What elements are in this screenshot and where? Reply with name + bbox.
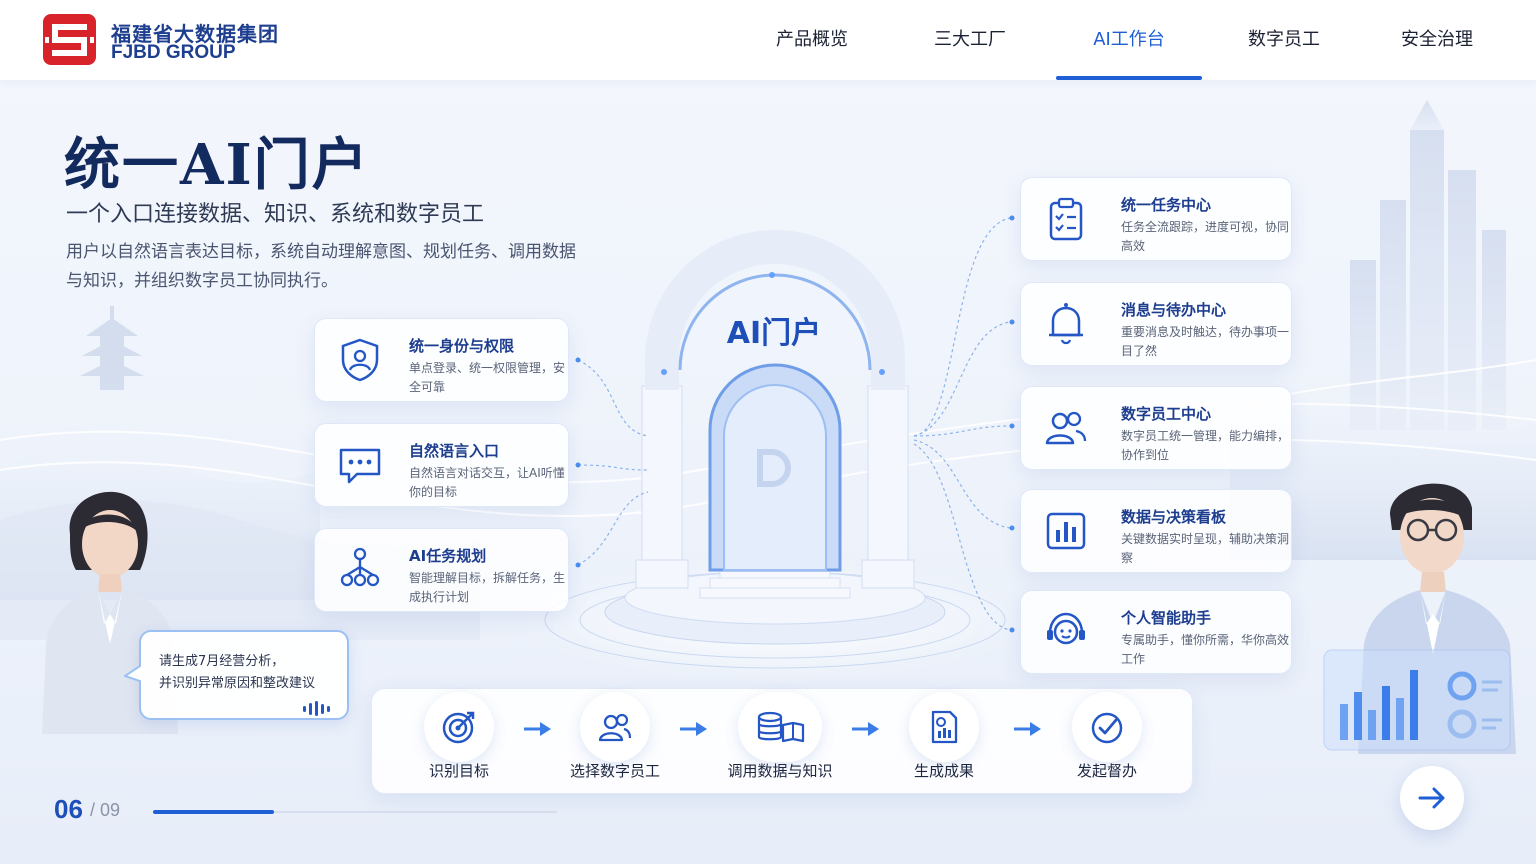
page-current-number: 06 (54, 794, 83, 824)
slide-progress-fill (153, 810, 275, 814)
prompt-line-2: 并识别异常原因和整改建议 (159, 676, 316, 691)
process-step-identify-goal[interactable]: 识别目标 (394, 689, 524, 795)
feature-card-desc: 任务全流跟踪，进度可视，协同高效 (1121, 220, 1290, 253)
nav-item-ai-workbench[interactable]: AI工作台 (1093, 29, 1165, 50)
feature-card-personal-assistant[interactable]: 个人智能助手 专属助手，懂你所需，华你高效工作 (1020, 590, 1292, 674)
headset-icon (1047, 612, 1085, 645)
brand-name-cn: 福建省大数据集团 (111, 22, 279, 46)
voice-wave-icon[interactable] (301, 700, 335, 716)
process-step-circle (1072, 692, 1142, 762)
feature-card-title: 统一身份与权限 (409, 337, 515, 355)
user-prompt-bubble: 请生成7月经营分析， 并识别异常原因和整改建议 (124, 630, 349, 720)
process-step-circle (424, 692, 494, 762)
brand-name-en: FJBD GROUP (111, 42, 236, 63)
users-icon (1045, 411, 1087, 445)
ai-portal-label[interactable]: AI门户 (726, 316, 822, 351)
feature-card-desc: 关键数据实时呈现，辅助决策洞察 (1121, 532, 1290, 565)
process-step-select-employee[interactable]: 选择数字员工 (550, 689, 680, 795)
process-step-label: 调用数据与知识 (727, 762, 833, 780)
feature-card-title: 数字员工中心 (1121, 405, 1212, 423)
clipboard-check-icon (1049, 197, 1083, 241)
feature-card-title: 数据与决策看板 (1121, 508, 1227, 526)
arrow-right-icon (1418, 787, 1445, 809)
page-description: 用户以自然语言表达目标，系统自动理解意图、规划任务、调用数据与知识，并组织数字员… (66, 242, 576, 291)
process-step-label: 生成成果 (913, 762, 974, 780)
process-step-label: 发起督办 (1076, 762, 1137, 780)
process-step-supervise[interactable]: 发起督办 (1042, 689, 1172, 795)
process-step-invoke-data[interactable]: 调用数据与知识 (715, 689, 845, 795)
feature-card-task-planning[interactable]: AI任务规划 智能理解目标，拆解任务，生成执行计划 (314, 528, 569, 612)
prompt-line-1: 请生成7月经营分析， (159, 654, 285, 669)
nav-item-product-overview[interactable]: 产品概览 (776, 29, 848, 50)
report-icon (931, 710, 958, 744)
bell-icon (1049, 303, 1083, 345)
process-step-circle (909, 692, 979, 762)
feature-card-desc: 重要消息及时触达，待办事项一目了然 (1121, 325, 1290, 358)
shield-user-icon (341, 338, 379, 382)
task-network-icon (340, 547, 380, 587)
next-slide-button[interactable] (1400, 766, 1464, 830)
feature-card-identity[interactable]: 统一身份与权限 单点登录、统一权限管理，安全可靠 (314, 318, 569, 402)
feature-card-desc: 数字员工统一管理，能力编排，协作到位 (1121, 429, 1290, 462)
bar-chart-icon (1046, 512, 1086, 550)
top-navigation-bar: 福建省大数据集团 FJBD GROUP 产品概览 三大工厂 AI工作台 数字员工… (0, 0, 1536, 80)
feature-card-title: 个人智能助手 (1121, 609, 1212, 627)
target-icon (442, 711, 475, 744)
process-step-circle (580, 692, 650, 762)
process-step-label: 选择数字员工 (569, 762, 660, 780)
arrow-right-icon (524, 722, 551, 736)
arrow-right-icon (680, 722, 707, 736)
feature-card-desc: 专属助手，懂你所需，华你高效工作 (1121, 633, 1290, 666)
page-total-number: / 09 (90, 800, 121, 820)
feature-card-title: 统一任务中心 (1121, 196, 1212, 214)
process-step-circle (738, 692, 822, 762)
feature-card-task-center[interactable]: 统一任务中心 任务全流跟踪，进度可视，协同高效 (1020, 177, 1292, 261)
arrow-right-icon (852, 722, 879, 736)
brand-logo-icon[interactable] (43, 14, 96, 65)
feature-card-dashboard[interactable]: 数据与决策看板 关键数据实时呈现，辅助决策洞察 (1020, 489, 1292, 573)
page-title: 统一AI门户 (64, 132, 370, 198)
nav-item-three-factories[interactable]: 三大工厂 (934, 29, 1006, 50)
bubble-tail (124, 663, 143, 683)
hologram-dashboard-icon (1323, 649, 1511, 751)
chat-bubble-icon (339, 448, 381, 484)
feature-card-title: 自然语言入口 (409, 442, 500, 460)
nav-active-indicator (1056, 76, 1202, 80)
arrow-right-icon (1014, 722, 1041, 736)
feature-card-desc: 单点登录、统一权限管理，安全可靠 (409, 361, 566, 394)
feature-card-desc: 自然语言对话交互，让AI听懂你的目标 (409, 466, 565, 499)
process-step-label: 识别目标 (428, 762, 489, 780)
feature-card-title: 消息与待办中心 (1121, 301, 1227, 319)
feature-card-title: AI任务规划 (409, 547, 487, 565)
process-step-generate-result[interactable]: 生成成果 (879, 689, 1009, 795)
feature-card-digital-employee-center[interactable]: 数字员工中心 数字员工统一管理，能力编排，协作到位 (1020, 386, 1292, 470)
workflow-process-bar: 识别目标 选择数字员工 调用数据与知识 (371, 688, 1193, 794)
nav-item-security-governance[interactable]: 安全治理 (1401, 29, 1473, 50)
slide-progress-track (153, 810, 557, 814)
feature-card-desc: 智能理解目标，拆解任务，生成执行计划 (409, 571, 566, 604)
feature-card-message-center[interactable]: 消息与待办中心 重要消息及时触达，待办事项一目了然 (1020, 282, 1292, 366)
database-book-icon (757, 711, 805, 743)
nav-item-digital-employees[interactable]: 数字员工 (1248, 29, 1320, 50)
check-circle-icon (1091, 712, 1123, 744)
page-subtitle: 一个入口连接数据、知识、系统和数字员工 (66, 202, 485, 227)
feature-card-natural-language[interactable]: 自然语言入口 自然语言对话交互，让AI听懂你的目标 (314, 423, 569, 507)
users-icon (598, 713, 632, 742)
